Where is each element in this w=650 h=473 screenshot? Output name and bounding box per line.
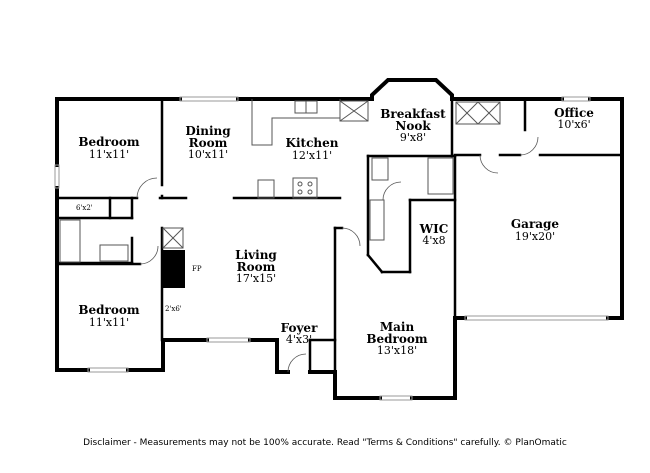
nook-name-2: Nook	[395, 119, 431, 133]
bedroom-top-name: Bedroom	[78, 135, 140, 149]
closet-bottom-dim: 2'x6'	[165, 305, 182, 313]
office-dim: 10'x6'	[557, 118, 591, 131]
living-name-1: Living	[235, 248, 277, 262]
fixtures	[59, 99, 501, 263]
office-name: Office	[554, 106, 594, 120]
main-bedroom-name-2: Bedroom	[366, 332, 428, 346]
fireplace-label: FP	[192, 265, 202, 273]
main-bedroom-dim: 13'x18'	[376, 344, 418, 357]
disclaimer-text: Disclaimer - Measurements may not be 100…	[83, 438, 567, 448]
nook-name-1: Breakfast	[380, 107, 446, 121]
foyer-name: Foyer	[280, 321, 318, 335]
closet-top-dim: 6'x2'	[76, 204, 93, 212]
bedroom-bottom-dim: 11'x11'	[88, 316, 130, 329]
wic-dim: 4'x8	[422, 234, 446, 247]
interior-walls	[55, 97, 624, 374]
bedroom-top-dim: 11'x11'	[88, 148, 130, 161]
living-dim: 17'x15'	[235, 272, 277, 285]
kitchen-name: Kitchen	[285, 136, 339, 150]
nook-dim: 9'x8'	[399, 131, 427, 144]
garage-name: Garage	[510, 217, 560, 231]
dining-dim: 10'x11'	[187, 148, 229, 161]
foyer-dim: 4'x3'	[285, 333, 313, 346]
doors	[136, 136, 539, 373]
kitchen-dim: 12'x11'	[291, 149, 333, 162]
fireplace	[163, 250, 185, 288]
dining-name-1: Dining	[185, 124, 231, 138]
living-name-2: Room	[236, 260, 276, 274]
wic-name: WIC	[419, 222, 449, 236]
windows	[54, 96, 609, 401]
bedroom-bottom-name: Bedroom	[78, 303, 140, 317]
main-bedroom-name-1: Main	[379, 320, 415, 334]
garage-dim: 19'x20'	[514, 230, 556, 243]
dining-name-2: Room	[188, 136, 228, 150]
